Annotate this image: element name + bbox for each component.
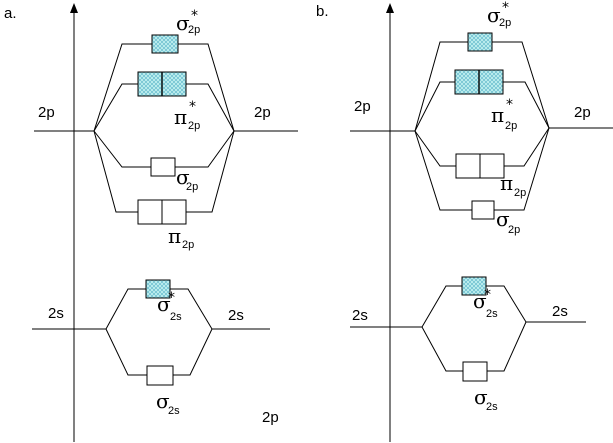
- svg-text:σ: σ: [157, 292, 171, 316]
- pi-2p-bonding-boxes-a: [137, 199, 187, 225]
- svg-text:σ: σ: [176, 11, 190, 35]
- svg-text:π: π: [174, 105, 187, 129]
- sigma-2p-bonding-label-b: σ 2p: [496, 207, 520, 236]
- sigma-2s-bonding-label-a: σ 2s: [156, 389, 180, 417]
- svg-text:2p: 2p: [188, 120, 200, 132]
- svg-text:*: *: [189, 99, 196, 115]
- svg-text:σ: σ: [473, 289, 487, 313]
- svg-text:*: *: [168, 290, 175, 306]
- energy-axis-a: [70, 3, 78, 442]
- panel-a-label: a.: [4, 5, 17, 22]
- atomic-2s-label-left-b: 2s: [352, 307, 368, 324]
- atomic-2s-label-left-a: 2s: [48, 305, 64, 322]
- svg-text:σ: σ: [176, 165, 190, 189]
- svg-text:2p: 2p: [499, 17, 511, 29]
- panel-a: a. 2p 2p: [4, 3, 298, 442]
- sigma-2p-bonding-label-a: σ 2p: [176, 165, 198, 193]
- svg-text:σ: σ: [156, 389, 170, 413]
- sigma-2s-bonding-box-b: [462, 361, 488, 382]
- atomic-2s-label-right-a: 2s: [228, 307, 244, 324]
- sigma-2p-antibonding-label-b: σ * 2p: [487, 0, 511, 29]
- panel-b-label: b.: [316, 3, 329, 20]
- svg-text:2p: 2p: [508, 224, 520, 236]
- atomic-2p-label-left-b: 2p: [354, 98, 371, 115]
- atomic-2p-label-right-a: 2p: [254, 104, 271, 121]
- svg-text:*: *: [484, 287, 491, 303]
- pi-2p-bonding-boxes-b: [455, 153, 505, 179]
- sigma-2p-antibonding-label-a: σ * 2p: [176, 8, 200, 36]
- correlation-lines-2s-a: [105, 288, 213, 376]
- sigma-2s-antibonding-box-b: [461, 276, 487, 296]
- sigma-2s-bonding-label-b: σ 2s: [474, 385, 498, 413]
- sigma-2s-bonding-box-a: [146, 365, 174, 386]
- svg-text:*: *: [191, 8, 198, 24]
- svg-text:2s: 2s: [486, 308, 498, 320]
- pi-2p-bonding-label-a: π 2p: [168, 224, 194, 251]
- sigma-2p-antibonding-box-a: [151, 34, 179, 54]
- svg-text:σ: σ: [474, 385, 488, 409]
- svg-text:2p: 2p: [186, 181, 198, 193]
- sigma-2p-antibonding-box-b: [467, 32, 493, 52]
- svg-text:*: *: [502, 0, 509, 16]
- energy-axis-b: [386, 3, 394, 442]
- pi-2p-antibonding-label-b: π * 2p: [491, 97, 517, 132]
- pi-2p-antibonding-boxes-a: [137, 71, 187, 97]
- panel-b: b. 2p 2p: [316, 0, 613, 442]
- svg-text:2p: 2p: [514, 187, 526, 199]
- correlation-lines-2p-a: [93, 43, 235, 213]
- sigma-2p-bonding-box-b: [471, 200, 495, 220]
- sigma-2s-antibonding-box-a: [145, 279, 171, 299]
- svg-text:*: *: [506, 97, 513, 113]
- sigma-2s-antibonding-label-b: σ * 2s: [473, 287, 498, 320]
- atomic-2p-label-right-b: 2p: [574, 104, 591, 121]
- svg-text:2s: 2s: [168, 405, 180, 417]
- sigma-2p-bonding-box-a: [150, 157, 176, 177]
- svg-text:2p: 2p: [188, 24, 200, 36]
- svg-text:π: π: [491, 103, 504, 127]
- correlation-lines-2s-b: [421, 285, 527, 372]
- pi-2p-antibonding-boxes-b: [454, 69, 504, 95]
- svg-text:2p: 2p: [505, 120, 517, 132]
- svg-text:2s: 2s: [170, 311, 182, 323]
- stray-2p-label-a: 2p: [262, 409, 279, 426]
- svg-text:σ: σ: [487, 3, 501, 27]
- svg-text:σ: σ: [496, 207, 510, 231]
- atomic-2p-label-left-a: 2p: [38, 104, 55, 121]
- svg-text:2s: 2s: [486, 401, 498, 413]
- pi-2p-antibonding-label-a: π * 2p: [174, 99, 200, 132]
- sigma-2s-antibonding-label-a: σ * 2s: [157, 290, 182, 323]
- svg-text:π: π: [168, 224, 181, 248]
- svg-text:π: π: [500, 171, 513, 195]
- pi-2p-bonding-label-b: π 2p: [500, 171, 526, 199]
- correlation-lines-2p-b: [414, 41, 550, 211]
- svg-text:2p: 2p: [182, 239, 194, 251]
- atomic-2s-label-right-b: 2s: [552, 303, 568, 320]
